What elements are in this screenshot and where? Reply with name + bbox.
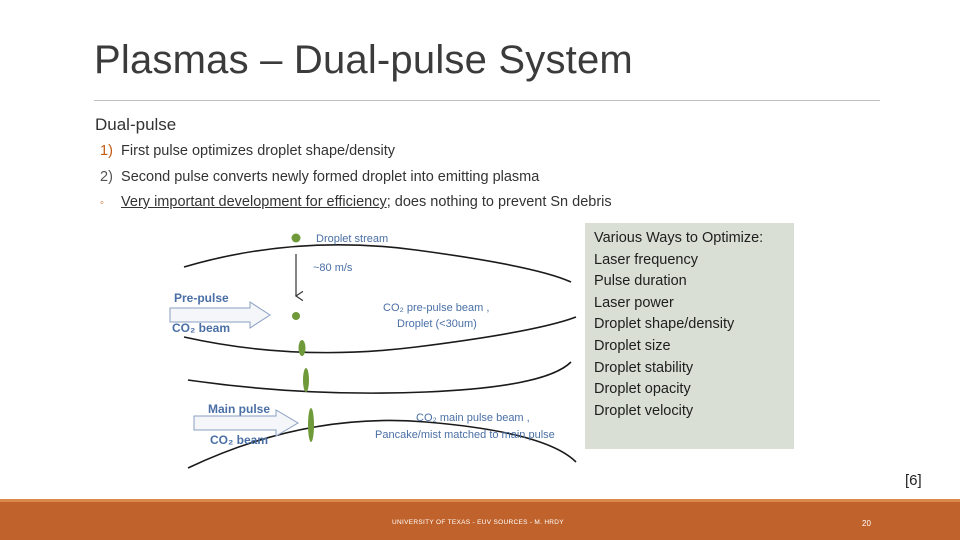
- droplet-icon: [292, 312, 300, 320]
- optimize-item: Droplet opacity: [594, 381, 691, 398]
- pre-pulse-label: Pre-pulse: [174, 291, 229, 305]
- beam-profile-lower-top: [187, 361, 572, 394]
- optimize-item: Droplet velocity: [594, 402, 694, 419]
- pre-pulse-arrow-icon: [169, 301, 271, 329]
- beam-profile-upper-top: [183, 243, 572, 283]
- droplet-icon: [298, 340, 306, 356]
- optimize-list: Various Ways to Optimize: Laser frequenc…: [594, 228, 763, 422]
- optimize-item: Pulse duration: [594, 273, 687, 290]
- bullet-rest-text: ; does nothing to prevent Sn debris: [386, 194, 612, 210]
- footer-text: UNIVERSITY OF TEXAS - EUV SOURCES - M. H…: [392, 519, 564, 526]
- optimize-item: Laser power: [594, 294, 674, 311]
- page-number: 20: [862, 519, 871, 528]
- speed-label: ~80 m/s: [313, 262, 353, 274]
- slide-title: Plasmas – Dual-pulse System: [94, 38, 633, 82]
- optimize-item: Laser frequency: [594, 251, 698, 268]
- footer-accent-strip: [0, 499, 960, 502]
- bullet-marker: ◦: [100, 197, 104, 209]
- droplet-icon: [308, 408, 314, 442]
- subheading: Dual-pulse: [95, 115, 177, 134]
- optimize-panel: [585, 223, 794, 449]
- main-pulse-beam-label: CO₂ main pulse beam ,: [416, 412, 530, 424]
- co2-beam-label: CO₂ beam: [172, 321, 230, 335]
- optimize-heading: Various Ways to Optimize:: [594, 230, 764, 246]
- list-marker: 2): [100, 168, 113, 185]
- main-pulse-label: Main pulse: [208, 402, 270, 416]
- pancake-mist-label: Pancake/mist matched to main pulse: [375, 429, 555, 441]
- bullet-item: ◦ Very important development for efficie…: [100, 190, 612, 217]
- main-pulse-arrow-icon: [193, 409, 299, 437]
- pre-pulse-beam-label: CO₂ pre-pulse beam ,: [383, 302, 489, 314]
- droplet-icon: [303, 368, 309, 392]
- droplet-stream-label: Droplet stream: [316, 233, 388, 245]
- title-divider: [94, 100, 880, 101]
- droplet-icon: [291, 233, 301, 243]
- list-item: 1) First pulse optimizes droplet shape/d…: [100, 139, 612, 165]
- optimize-item: Droplet shape/density: [594, 316, 735, 333]
- reference-citation: [6]: [905, 472, 922, 489]
- content-list: 1) First pulse optimizes droplet shape/d…: [100, 139, 612, 217]
- list-item-text: Second pulse converts newly formed dropl…: [121, 168, 540, 185]
- optimize-item: Droplet stability: [594, 359, 694, 376]
- dual-pulse-diagram: Droplet stream ~80 m/s Pre-pulse CO₂ bea…: [169, 233, 577, 469]
- bullet-underlined-text: Very important development for efficienc…: [121, 194, 387, 210]
- beam-profile-upper-bottom: [183, 316, 577, 354]
- beam-profile-lower-bottom: [187, 419, 577, 469]
- list-item-text: First pulse optimizes droplet shape/dens…: [121, 143, 396, 159]
- optimize-item: Droplet size: [594, 337, 671, 354]
- droplet-size-label: Droplet (<30um): [397, 318, 477, 330]
- co2-beam-label: CO₂ beam: [210, 433, 268, 447]
- list-marker: 1): [100, 143, 113, 159]
- footer-bar: [0, 499, 960, 540]
- list-item: 2) Second pulse converts newly formed dr…: [100, 165, 612, 191]
